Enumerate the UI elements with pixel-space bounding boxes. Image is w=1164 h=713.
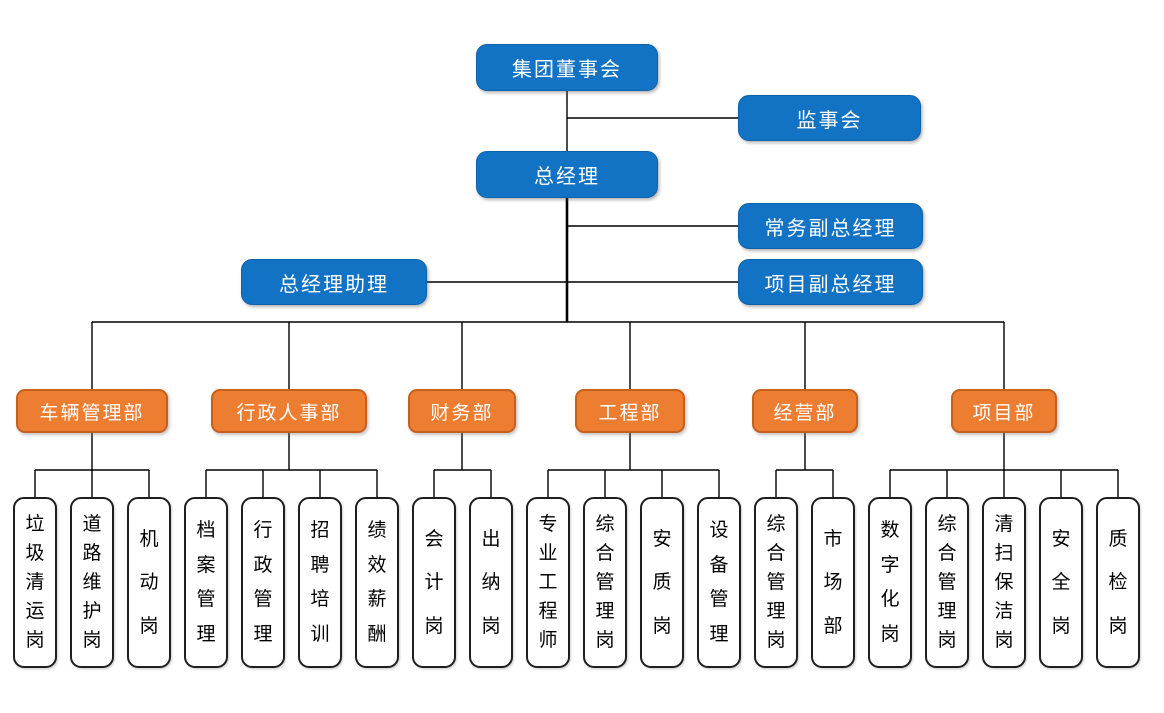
position-box: 机动岗 (127, 497, 171, 668)
position-box: 绩效薪酬 (355, 497, 399, 668)
position-box: 会计岗 (412, 497, 456, 668)
position-box: 市场部 (811, 497, 855, 668)
position-box: 档案管理 (184, 497, 228, 668)
position-box: 行政管理 (241, 497, 285, 668)
position-box: 出纳岗 (469, 497, 513, 668)
dept-operations-box: 经营部 (752, 389, 858, 433)
position-box: 数字化岗 (868, 497, 912, 668)
board-of-directors-box: 集团董事会 (476, 44, 658, 91)
general-manager-box: 总经理 (476, 151, 658, 198)
dept-finance-box: 财务部 (408, 389, 516, 433)
position-box: 综合管理岗 (754, 497, 798, 668)
position-box: 设备管理 (697, 497, 741, 668)
position-box: 道路维护岗 (70, 497, 114, 668)
dept-engineering-box: 工程部 (575, 389, 685, 433)
gm-assistant-box: 总经理助理 (241, 259, 427, 305)
supervisory-board-box: 监事会 (738, 95, 921, 141)
project-deputy-gm-box: 项目副总经理 (738, 259, 923, 305)
dept-admin-hr-box: 行政人事部 (211, 389, 367, 433)
position-box: 综合管理岗 (925, 497, 969, 668)
position-box: 垃圾清运岗 (13, 497, 57, 668)
dept-project-box: 项目部 (951, 389, 1057, 433)
position-box: 清扫保洁岗 (982, 497, 1026, 668)
position-box: 安质岗 (640, 497, 684, 668)
position-box: 专业工程师 (526, 497, 570, 668)
position-box: 质检岗 (1096, 497, 1140, 668)
dept-vehicle-management-box: 车辆管理部 (16, 389, 168, 433)
executive-deputy-gm-box: 常务副总经理 (738, 203, 923, 249)
position-box: 招聘培训 (298, 497, 342, 668)
position-box: 综合管理岗 (583, 497, 627, 668)
position-box: 安全岗 (1039, 497, 1083, 668)
